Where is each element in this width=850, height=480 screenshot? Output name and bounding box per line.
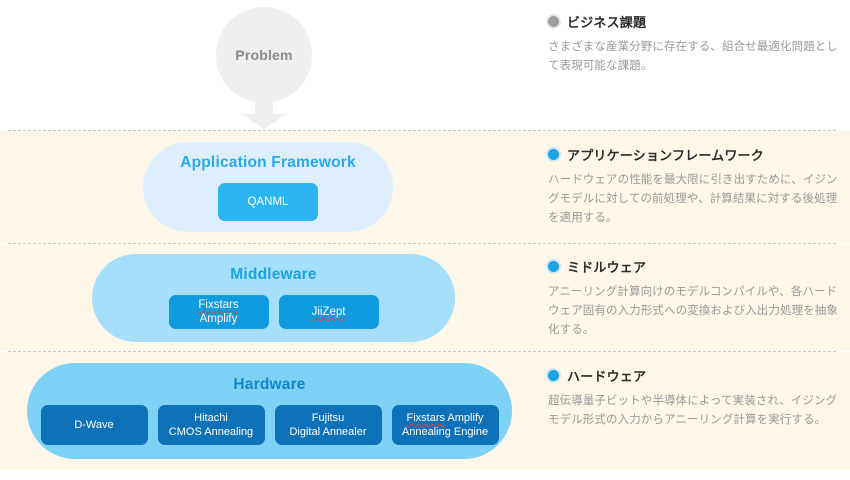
chip-label-line1: Hitachi <box>194 412 228 424</box>
bullet-dot-icon <box>548 370 559 381</box>
chip-fixstars-amplify-annealing-engine[interactable]: Fixstars Amplify Annealing Engine <box>391 405 499 445</box>
layer-hardware: Hardware D-Wave Hitachi CMOS Annealing F… <box>27 363 512 459</box>
chip-label-line2: CMOS Annealing <box>168 426 254 438</box>
bullet-dot-icon <box>548 261 559 272</box>
description-column: ビジネス課題 さまざまな産業分野に存在する、組合せ最適化問題として表現可能な課題… <box>548 0 850 480</box>
chip-jijzept[interactable]: JiiZept <box>278 295 379 329</box>
separator-line-1 <box>8 130 836 131</box>
description-header: ミドルウェア <box>548 257 844 276</box>
description-body: さまざまな産業分野に存在する、組合せ最適化問題として表現可能な課題。 <box>548 41 838 72</box>
chip-fujitsu-digital-annealer[interactable]: Fujitsu Digital Annealer <box>274 405 382 445</box>
chip-row-middleware: Fixstars Amplify JiiZept <box>92 295 455 329</box>
description-business-issue: ビジネス課題 さまざまな産業分野に存在する、組合せ最適化問題として表現可能な課題… <box>548 12 844 76</box>
chip-label: JiiZept <box>311 306 346 318</box>
layer-stack-diagram: Problem Application Framework QANML Midd… <box>27 7 512 459</box>
description-body: 超伝導量子ビットや半導体によって実装され、イジングモデル形式の入力からアニーリン… <box>548 395 838 426</box>
chip-qanml[interactable]: QANML <box>218 183 318 221</box>
bullet-dot-icon <box>548 16 559 27</box>
chip-row-application-framework: QANML <box>143 183 393 221</box>
description-application-framework: アプリケーションフレームワーク ハードウェアの性能を最大限に引き出すために、イジ… <box>548 145 844 228</box>
description-title: アプリケーションフレームワーク <box>567 148 764 163</box>
description-header: ハードウェア <box>548 366 844 385</box>
description-body: アニーリング計算向けのモデルコンパイルや、各ハードウェア固有の入力形式への変換お… <box>548 286 838 336</box>
layer-middleware: Middleware Fixstars Amplify JiiZept <box>92 254 455 342</box>
chip-label-rest: Amplify <box>199 313 238 325</box>
chip-row-hardware: D-Wave Hitachi CMOS Annealing Fujitsu Di… <box>27 405 512 445</box>
chip-fixstars-amplify[interactable]: Fixstars Amplify <box>168 295 269 329</box>
description-title: ビジネス課題 <box>567 15 647 30</box>
description-hardware: ハードウェア 超伝導量子ビットや半導体によって実装され、イジングモデル形式の入力… <box>548 366 844 430</box>
chip-label-line2: Digital Annealer <box>289 426 367 438</box>
chip-label-line1: Fujitsu <box>311 412 345 424</box>
description-header: アプリケーションフレームワーク <box>548 145 844 164</box>
chip-label: D-Wave <box>74 419 114 431</box>
layer-title-application-framework: Application Framework <box>180 154 356 171</box>
chip-label-misspelled: Fixstars <box>406 412 445 424</box>
description-middleware: ミドルウェア アニーリング計算向けのモデルコンパイルや、各ハードウェア固有の入力… <box>548 257 844 340</box>
chip-d-wave[interactable]: D-Wave <box>40 405 148 445</box>
band-application-framework <box>0 131 850 243</box>
description-header: ビジネス課題 <box>548 12 844 31</box>
description-title: ミドルウェア <box>567 260 647 275</box>
chip-label: QANML <box>247 196 289 208</box>
chip-hitachi-cmos-annealing[interactable]: Hitachi CMOS Annealing <box>157 405 265 445</box>
description-title: ハードウェア <box>567 369 647 384</box>
separator-line-2 <box>8 243 836 244</box>
separator-line-3 <box>8 351 836 352</box>
bullet-dot-icon <box>548 149 559 160</box>
problem-label: Problem <box>235 47 293 63</box>
layer-application-framework: Application Framework QANML <box>143 142 393 232</box>
chip-label-misspelled: Fixstars <box>198 299 239 311</box>
arrow-down-icon <box>240 102 288 130</box>
chip-label-line2: Annealing Engine <box>401 426 489 438</box>
chip-label-rest: Amplify <box>444 412 484 424</box>
problem-node: Problem <box>216 7 312 103</box>
description-body: ハードウェアの性能を最大限に引き出すために、イジングモデルに対しての前処理や、計… <box>548 174 838 224</box>
layer-title-middleware: Middleware <box>230 266 317 283</box>
layer-title-hardware: Hardware <box>233 376 306 393</box>
